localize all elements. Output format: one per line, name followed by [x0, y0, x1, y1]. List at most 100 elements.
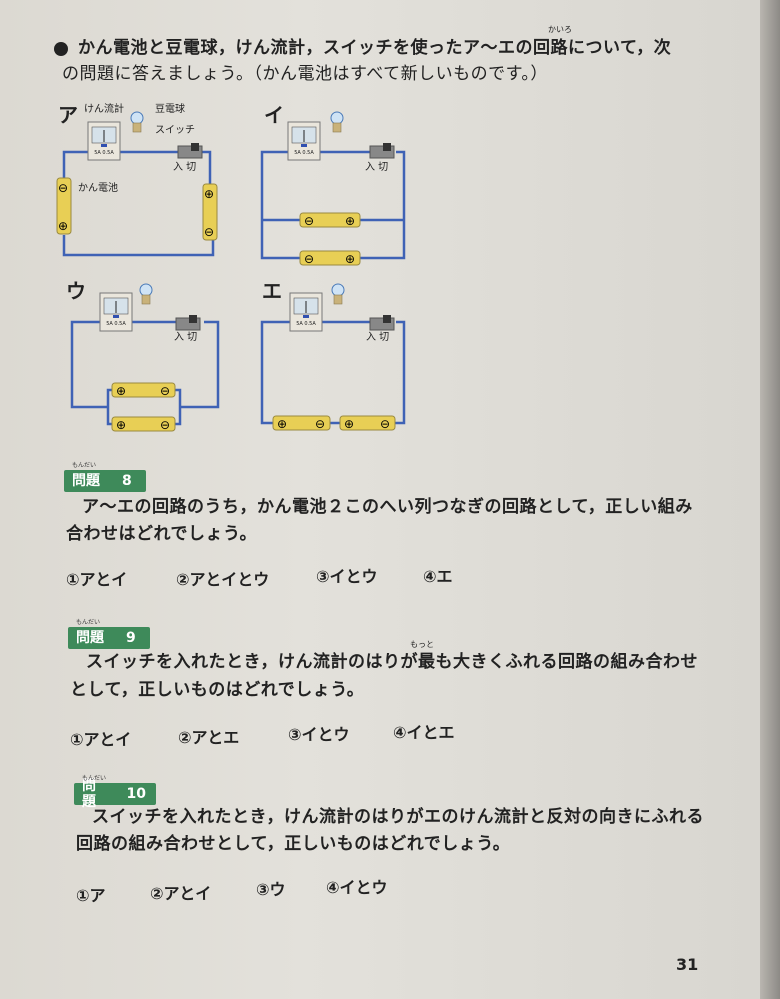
intro-line-1: かん電池と豆電球，けん流計，スイッチを使ったア～エの回路について，次	[78, 38, 672, 58]
question-8-line-1: ア～エの回路のうち，かん電池２このへい列つなぎの回路として，正しい組み	[82, 497, 693, 517]
battery-terminal-sign: ⊖	[160, 384, 170, 398]
q10-option-2[interactable]: ②アとイ	[150, 884, 212, 903]
galvanometer-terminal	[113, 315, 119, 318]
switch-lever-icon	[383, 143, 391, 151]
circuit-label-u: ウ	[66, 279, 86, 303]
question-badge-8: もんだい 問題 8	[64, 462, 146, 492]
wire	[62, 150, 90, 178]
battery-icon	[202, 183, 218, 241]
wire	[260, 320, 292, 425]
q8-option-3[interactable]: ③イとウ	[316, 567, 378, 586]
galvanometer-terminal	[101, 144, 107, 147]
callout-switch: スイッチ	[155, 125, 195, 136]
callout-bulb: 豆電球	[155, 104, 185, 115]
bulb-base-icon	[141, 294, 151, 305]
q9-option-1[interactable]: ①アとイ	[70, 730, 132, 749]
question-8-line-2: 合わせはどれでしょう。	[66, 524, 257, 544]
page-number: 31	[676, 955, 699, 974]
q9-option-3[interactable]: ③イとウ	[288, 725, 350, 744]
battery-terminal-sign: ⊕	[116, 384, 126, 398]
question-badge-9: もんだい 問題 9	[68, 619, 150, 649]
badge-ruby: もんだい	[82, 775, 107, 782]
badge-number: 10	[126, 786, 146, 802]
battery-terminal-sign: ⊕	[58, 219, 68, 233]
callout-galvanometer: けん流計	[84, 104, 124, 115]
battery-terminal-sign: ⊖	[304, 214, 314, 228]
switch-lever-icon	[191, 143, 199, 151]
switch-text-i: 入 切	[365, 162, 389, 173]
bulb-glass-icon	[130, 111, 144, 125]
battery-terminal-sign: ⊖	[58, 181, 68, 195]
wire	[202, 150, 212, 184]
battery-icon	[111, 382, 176, 398]
q8-option-2[interactable]: ②アとイとウ	[176, 570, 270, 589]
battery-icon	[111, 416, 176, 432]
badge-number: 9	[126, 630, 136, 646]
battery-icon	[299, 212, 361, 228]
wire	[62, 235, 215, 257]
q10-option-4[interactable]: ④イとウ	[326, 878, 388, 897]
circuit-label-i: イ	[264, 103, 284, 127]
battery-terminal-sign: ⊕	[345, 252, 355, 266]
switch-lever-icon	[383, 315, 391, 323]
badge-ruby: もんだい	[76, 619, 101, 626]
intro-line-2: の問題に答えましょう。（かん電池はすべて新しいものです。）	[62, 64, 548, 84]
battery-terminal-sign: ⊕	[116, 418, 126, 432]
wire	[175, 388, 182, 426]
battery-terminal-sign: ⊕	[204, 187, 214, 201]
wire	[70, 320, 108, 409]
wire	[260, 150, 300, 260]
battery-icon	[56, 177, 72, 235]
battery-terminal-sign: ⊕	[344, 417, 354, 431]
textbook-page	[0, 0, 760, 999]
wire	[395, 320, 406, 425]
badge-number: 8	[122, 473, 132, 489]
q10-option-3[interactable]: ③ウ	[256, 880, 286, 899]
battery-icon	[299, 250, 361, 266]
badge-label: 問題	[72, 473, 100, 489]
bullet-icon	[54, 42, 68, 56]
bulb-base-icon	[132, 122, 142, 133]
circuit-label-a: ア	[58, 103, 78, 127]
battery-terminal-sign: ⊖	[315, 417, 325, 431]
battery-terminal-sign: ⊖	[160, 418, 170, 432]
callout-battery: かん電池	[78, 183, 118, 194]
wire	[106, 388, 112, 407]
bulb-glass-icon	[330, 111, 344, 125]
question-10-line-2: 回路の組み合わせとして，正しいものはどれでしょう。	[76, 834, 511, 854]
switch-text-e: 入 切	[366, 332, 390, 343]
meter-scale-e: 5A 0.5A	[296, 321, 316, 327]
battery-terminal-sign: ⊕	[277, 417, 287, 431]
switch-text-u: 入 切	[174, 332, 198, 343]
q8-option-1[interactable]: ①アとイ	[66, 570, 128, 589]
q9-option-4[interactable]: ④イとエ	[393, 723, 455, 742]
question-badge-10: もんだい 問題 10	[74, 775, 156, 810]
meter-scale-i: 5A 0.5A	[294, 150, 314, 156]
battery-terminal-sign: ⊖	[304, 252, 314, 266]
wire	[180, 320, 220, 409]
bulb-glass-icon	[139, 283, 153, 297]
question-10-line-1: スイッチを入れたとき，けん流計のはりがエのけん流計と反対の向きにふれる	[92, 807, 704, 827]
badge-label: 問題	[76, 630, 104, 646]
switch-text-a: 入 切	[173, 162, 197, 173]
meter-scale-u: 5A 0.5A	[106, 321, 126, 327]
q9-option-2[interactable]: ②アとエ	[178, 728, 240, 747]
wire	[360, 150, 406, 260]
page-edge	[760, 0, 780, 999]
q8-option-4[interactable]: ④エ	[423, 567, 453, 586]
switch-lever-icon	[189, 315, 197, 323]
ruby-kairo: かいろ	[548, 25, 572, 34]
galvanometer-terminal	[303, 315, 309, 318]
meter-scale-a: 5A 0.5A	[94, 150, 114, 156]
battery-icon	[339, 415, 396, 431]
q10-option-1[interactable]: ①ア	[76, 886, 106, 905]
question-9-line-1: スイッチを入れたとき，けん流計のはりが最も大きくふれる回路の組み合わせ	[86, 652, 698, 672]
question-9-line-2: として，正しいものはどれでしょう。	[70, 680, 365, 700]
ruby-motto: もっと	[410, 640, 434, 649]
battery-terminal-sign: ⊕	[345, 214, 355, 228]
circuit-label-e: エ	[262, 279, 282, 303]
bulb-glass-icon	[331, 283, 345, 297]
badge-ruby: もんだい	[72, 462, 97, 469]
galvanometer-terminal	[301, 144, 307, 147]
wire	[106, 407, 112, 426]
